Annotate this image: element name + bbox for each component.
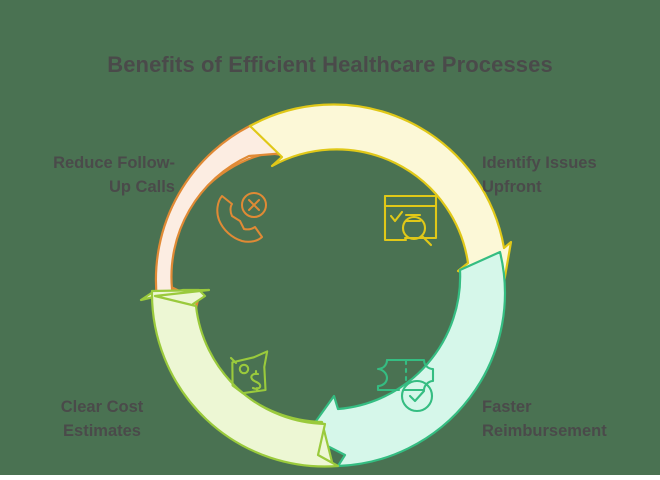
segment-reduce-follow-up-calls[interactable]	[154, 120, 288, 320]
label-line-1: Identify Issues	[482, 154, 597, 172]
label-reduce-follow-up-calls: Reduce Follow- Up Calls	[10, 152, 175, 200]
label-line-1: Clear Cost	[60, 398, 144, 416]
label-line-2: Up Calls	[108, 177, 175, 196]
page-title: Benefits of Efficient Healthcare Process…	[107, 52, 553, 77]
segment-band	[248, 103, 513, 290]
label-identify-issues-upfront: Identify Issues Upfront	[482, 152, 657, 200]
segment-identify-issues-upfront[interactable]	[248, 103, 513, 290]
label-line-1: Reduce Follow-	[53, 154, 175, 172]
label-faster-reimbursement: Faster Reimbursement	[482, 396, 660, 444]
price-tag-dollar-icon	[229, 350, 269, 395]
segment-faster-reimbursement[interactable]	[304, 250, 507, 468]
label-clear-cost-estimates: Clear Cost Estimates	[22, 396, 182, 444]
phone-no-call-icon	[216, 192, 267, 243]
label-line-2: Estimates	[63, 421, 141, 440]
segment-clear-cost-estimates[interactable]	[139, 288, 340, 468]
label-line-2: Upfront	[482, 177, 542, 196]
ticket-check-icon	[376, 358, 435, 413]
label-line-1: Faster	[482, 398, 532, 416]
segment-band-main	[150, 288, 340, 468]
document-search-icon	[383, 194, 438, 247]
label-line-2: Reimbursement	[482, 421, 607, 440]
